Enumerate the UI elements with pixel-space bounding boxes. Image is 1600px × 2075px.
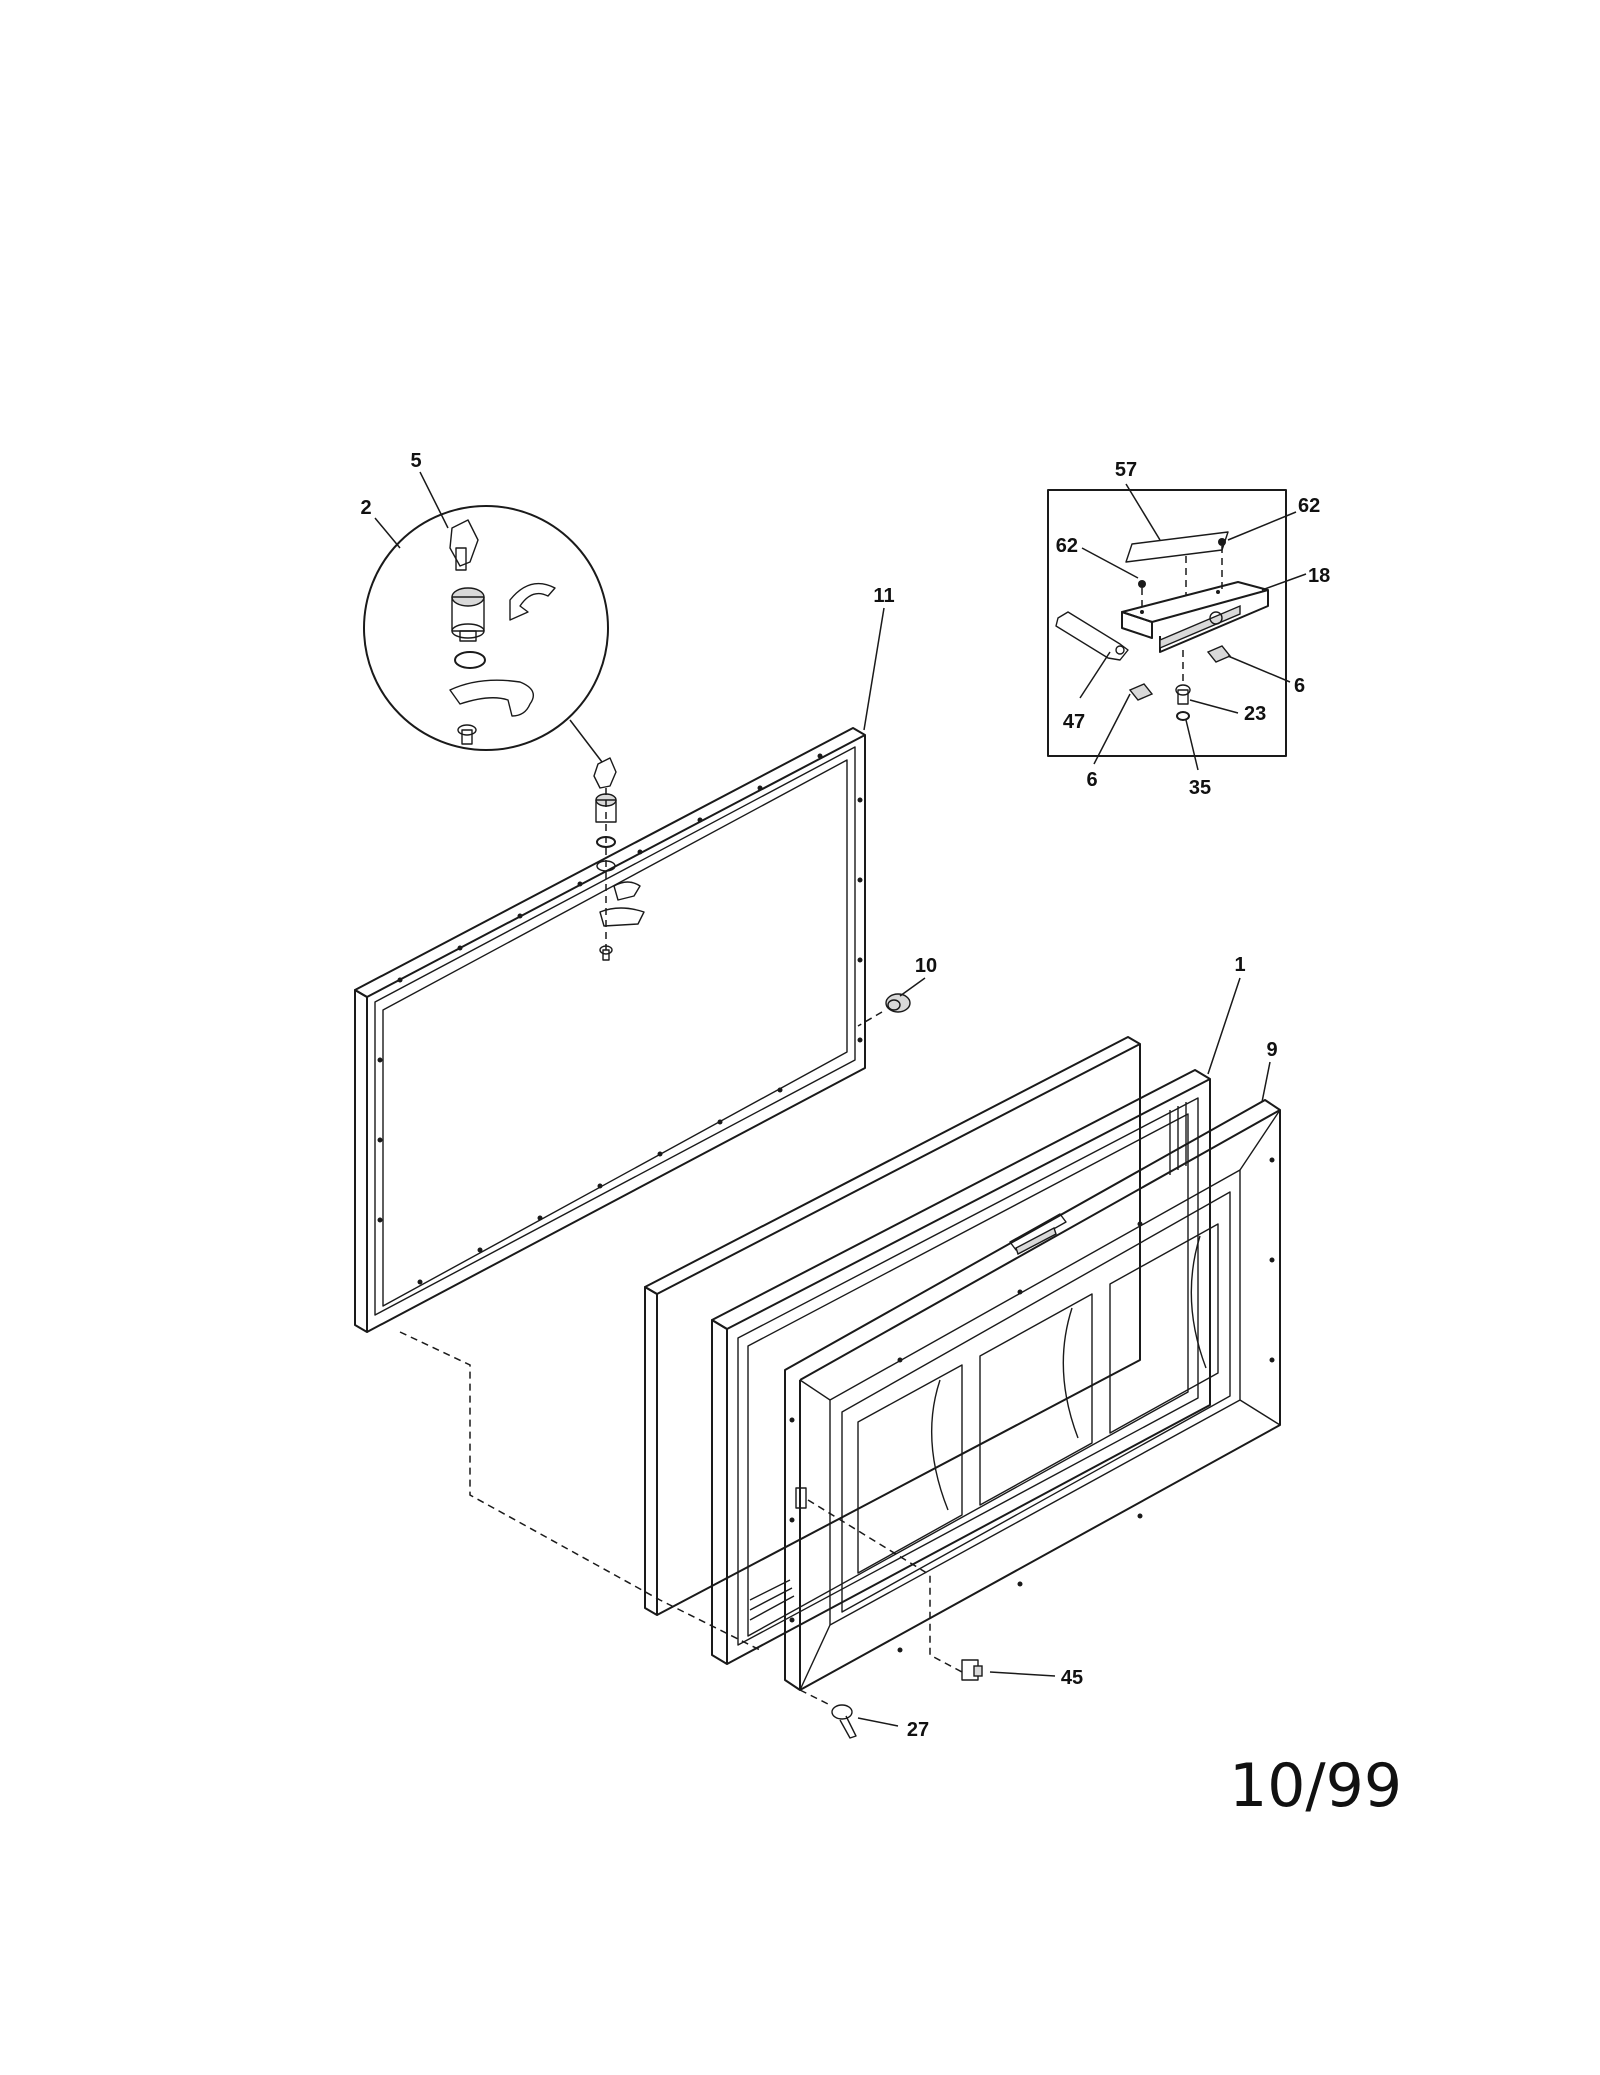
lock-detail-circle [363, 505, 609, 763]
callout-2: 2 [360, 497, 371, 519]
callout-23: 23 [1244, 703, 1266, 725]
callout-5: 5 [410, 450, 421, 472]
outer-lid-panel [784, 1099, 1281, 1691]
leader-lines [374, 471, 1307, 1727]
lid-inner-panel [354, 727, 866, 1333]
callout-45: 45 [1061, 1667, 1083, 1689]
handle-clip-right-part [1206, 645, 1232, 663]
latch-part [807, 1499, 983, 1681]
assembly-path-line [399, 1331, 761, 1651]
callout-10: 10 [915, 955, 937, 977]
callout-1: 1 [1234, 954, 1245, 976]
callout-47: 47 [1063, 711, 1085, 733]
handle-clip-left-part [1128, 683, 1154, 701]
callout-57: 57 [1115, 459, 1137, 481]
lock-cam-part [449, 679, 534, 717]
lock-o-ring-part [454, 651, 486, 669]
callout-9: 9 [1266, 1039, 1277, 1061]
handle-arm-part [1055, 611, 1129, 661]
callout-62-right: 62 [1298, 495, 1320, 517]
callout-62-left: 62 [1056, 535, 1078, 557]
revision-date: 10/99 [1229, 1751, 1402, 1821]
lock-clip-part [509, 582, 556, 621]
callout-6-left: 6 [1086, 769, 1097, 791]
callout-18: 18 [1308, 565, 1330, 587]
callout-27: 27 [907, 1719, 929, 1741]
lock-cylinder-part [451, 587, 485, 642]
callout-11: 11 [873, 585, 894, 607]
label-strip-part [1125, 531, 1229, 563]
callout-6-right: 6 [1294, 675, 1305, 697]
lock-key-part [449, 519, 479, 571]
insulation-block [644, 1036, 1141, 1616]
handle-pin-part [1175, 650, 1191, 705]
gasket-frame [711, 1069, 1211, 1665]
handle-body-part [1121, 581, 1269, 653]
lock-screw-part [457, 724, 477, 745]
handle-inset-box [1047, 489, 1287, 757]
handle-washer-part [1176, 711, 1190, 721]
bumper-part [857, 993, 911, 1027]
screw-part [799, 1689, 857, 1739]
lock-stack-exploded [593, 757, 645, 961]
callout-35: 35 [1189, 777, 1211, 799]
